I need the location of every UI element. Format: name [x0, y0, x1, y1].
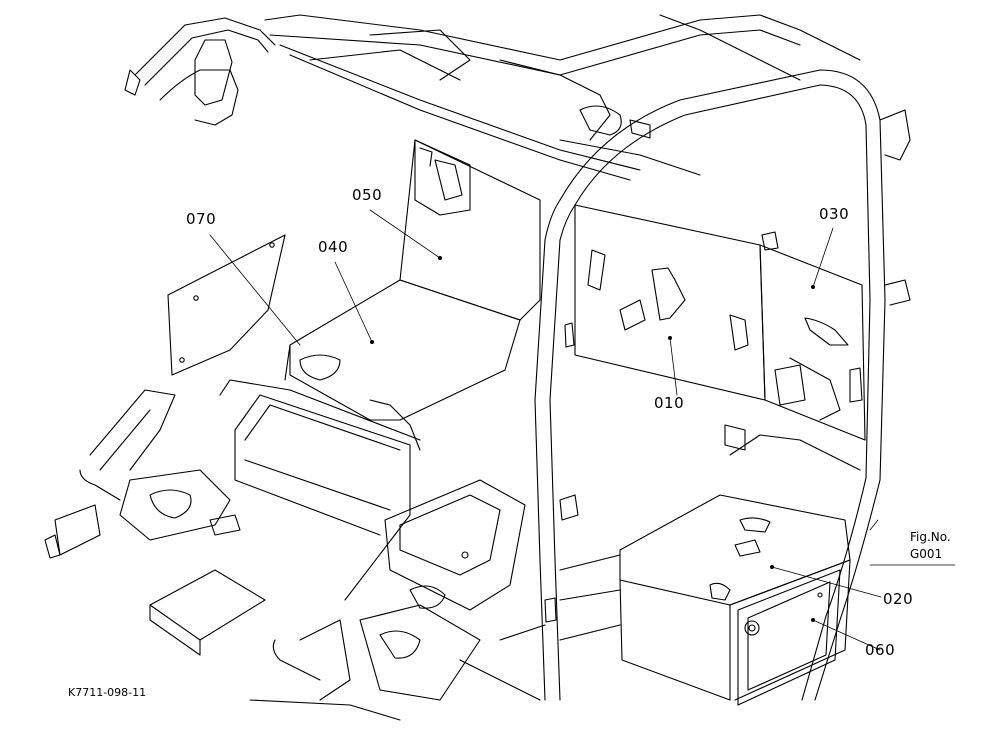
figure-number: G001 [910, 547, 943, 561]
callout-060: 060 [865, 641, 896, 659]
part-010-panel [574, 204, 766, 401]
rops-right-hoop [534, 69, 911, 701]
part-030-panel [759, 231, 866, 441]
part-050-panel [399, 139, 541, 321]
callout-040: 040 [318, 238, 349, 256]
part-020-box [619, 494, 851, 701]
leader-dots [370, 256, 815, 622]
callout-030: 030 [819, 205, 850, 223]
rops-top-frame [264, 14, 861, 181]
drawing-code: K7711-098-11 [68, 686, 147, 699]
center-console [299, 479, 526, 701]
callout-010: 010 [654, 394, 685, 412]
lower-frame [249, 322, 861, 721]
part-040-panel [284, 279, 521, 451]
leader-lines [209, 209, 956, 651]
part-060-cover [737, 569, 841, 706]
rops-left-hoop [124, 17, 276, 126]
part-070-plate [167, 234, 286, 376]
figure-label: Fig.No. [910, 530, 951, 544]
chassis-frame [44, 379, 421, 656]
callout-020: 020 [883, 590, 914, 608]
callout-070: 070 [186, 210, 217, 228]
callout-050: 050 [352, 186, 383, 204]
